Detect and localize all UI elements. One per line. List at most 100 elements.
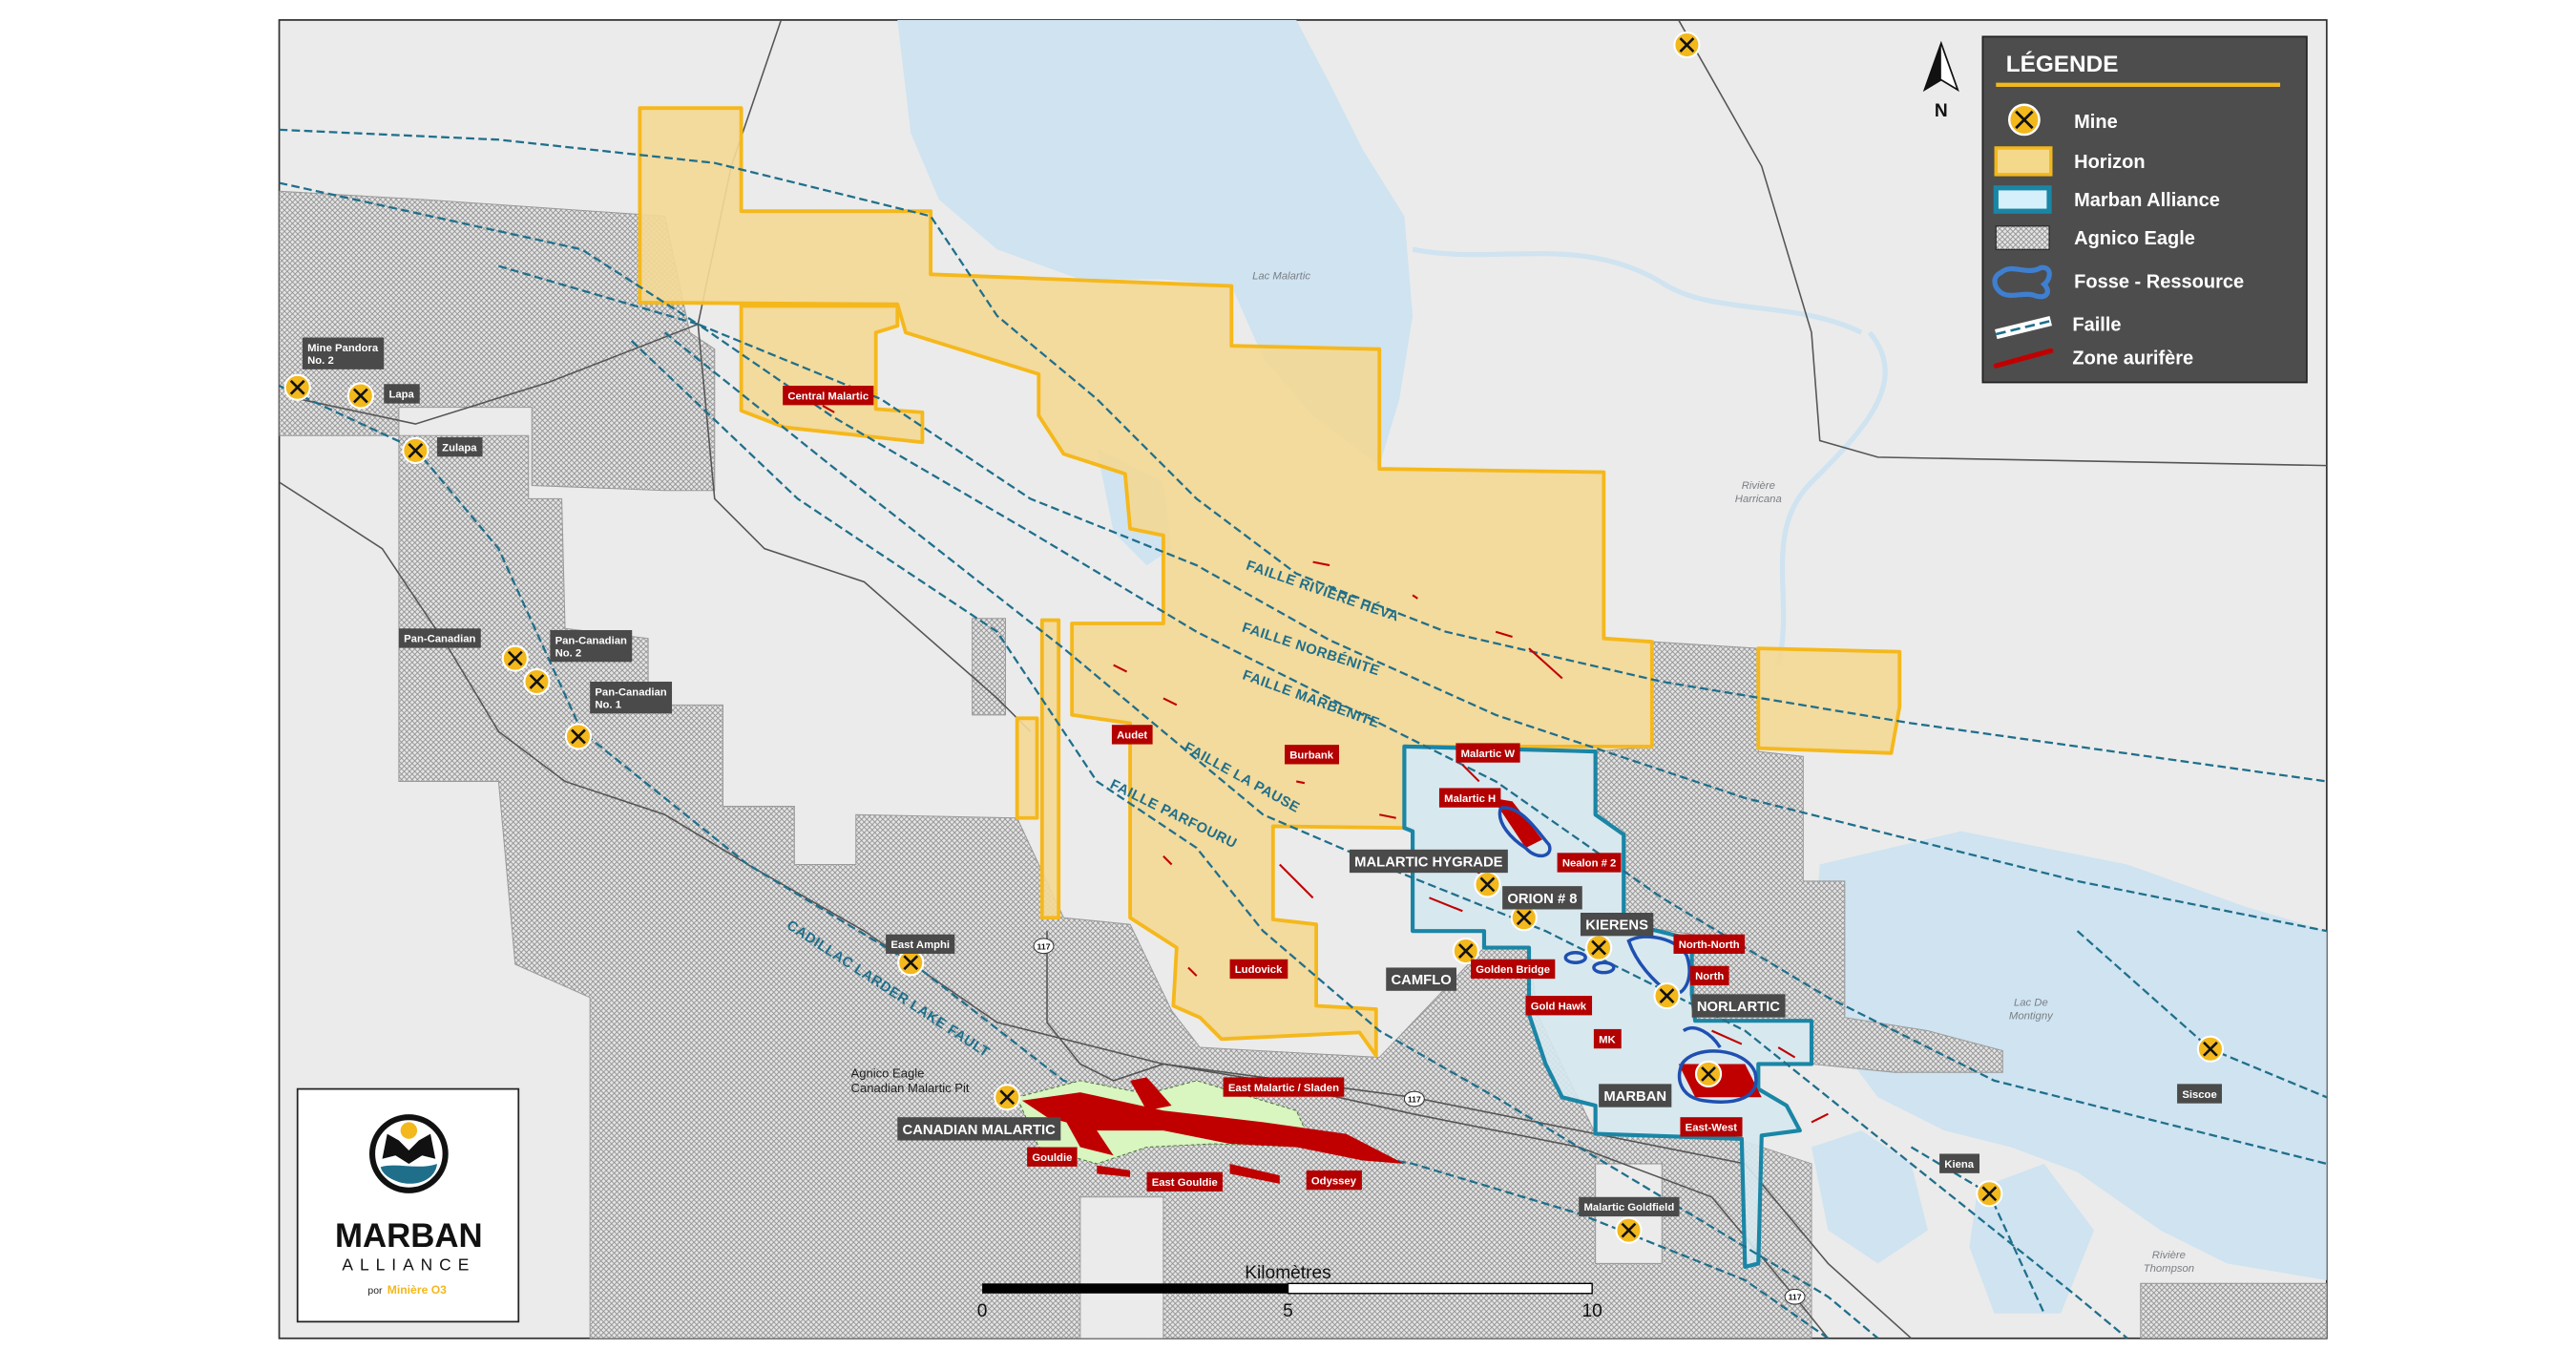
legend-item-marban: Marban Alliance [2074,190,2220,211]
mine-icon[interactable] [564,723,593,750]
zone-label[interactable]: Gold Hawk [1525,996,1593,1016]
zone-label-text: Nealon # 2 [1562,858,1617,870]
map-label-text: No. 2 [555,647,582,659]
map-label-text: Kiena [1944,1159,1974,1171]
zone-label[interactable]: North-North [1673,934,1746,954]
zone-label[interactable]: East-West [1680,1117,1743,1137]
hydro-label: Harricana [1735,494,1782,505]
zone-label-text: Ludovick [1235,964,1283,976]
map-label[interactable]: ORION # 8 [1502,886,1582,910]
map-label[interactable]: MALARTIC HYGRADE [1349,849,1508,874]
gold-zone-strokes [822,405,1829,1124]
zone-label-text: East Malartic / Sladen [1228,1083,1339,1094]
logo-company: Minière O3 [387,1283,447,1297]
mine-icon[interactable] [1585,934,1613,961]
hydro-label: Lac Malartic [1252,271,1310,283]
map-label-text: Pan-Canadian [404,634,475,645]
legend-item-horizon: Horizon [2074,152,2146,173]
mine-icon[interactable] [1673,31,1701,59]
legend-item-fosse: Fosse - Ressource [2074,271,2244,292]
map-label[interactable]: Siscoe [2177,1084,2222,1104]
mine-icon[interactable] [1694,1060,1723,1088]
zone-label[interactable]: East Gouldie [1146,1171,1224,1192]
zone-label[interactable]: Central Malartic [783,386,874,406]
map-label[interactable]: Malartic Goldfield [1579,1196,1680,1217]
map-label-text: No. 1 [595,699,621,710]
hydro-label: Montigny [2009,1010,2054,1022]
horizon-claims [638,106,1902,1058]
zone-label[interactable]: Malartic H [1438,788,1501,808]
legend-marban-swatch [1993,185,2052,214]
map-label[interactable]: Lapa [384,384,420,404]
mine-icon[interactable] [1474,871,1501,898]
map-label[interactable]: CANADIAN MALARTIC [897,1117,1061,1141]
road-number: 117 [1408,1095,1421,1105]
map-label-text: No. 2 [307,355,334,367]
north-label: N [1935,101,1948,121]
map-label[interactable]: CAMFLO [1386,967,1456,991]
map-label[interactable]: KIERENS [1580,913,1654,937]
zone-label-text: East Gouldie [1152,1177,1218,1189]
zone-label[interactable]: Malartic W [1456,743,1520,763]
mine-icon[interactable] [2196,1035,2225,1063]
zone-label-text: Odyssey [1311,1175,1357,1187]
map-label[interactable]: Zulapa [436,436,483,457]
mine-icon[interactable] [897,949,925,977]
zone-label[interactable]: North [1689,965,1729,986]
mine-icon[interactable] [1452,937,1479,965]
mine-icon[interactable] [402,436,429,465]
zone-label[interactable]: Golden Bridge [1471,959,1556,980]
legend-title: LÉGENDE [2006,51,2119,77]
marban-alliance-logo: MARBAN ALLIANCE por Minière O3 [296,1087,520,1323]
map-label-text: Lapa [388,390,414,401]
map-label-text: MARBAN [1603,1089,1666,1105]
zone-label-text: Burbank [1289,750,1334,762]
map-label-text: CAMFLO [1391,973,1451,988]
map-label[interactable]: NORLARTIC [1691,994,1786,1018]
zone-label-text: Malartic H [1444,793,1496,805]
mine-icon[interactable] [994,1084,1021,1111]
map-label-text: Malartic Goldfield [1583,1202,1674,1213]
legend-mine-icon [2008,103,2041,137]
map-label[interactable]: East Amphi [886,934,955,954]
map-label[interactable]: Pan-Canadian [398,628,481,648]
zone-label-text: Central Malartic [787,390,869,402]
zone-label[interactable]: MK [1593,1028,1622,1049]
mine-icon[interactable] [1653,981,1681,1010]
legend-fosse-icon [1992,264,2052,300]
road-shield: 117 [1403,1090,1425,1107]
mine-icon[interactable] [1976,1180,2003,1208]
logo-name: MARBAN [335,1217,483,1255]
map-label[interactable]: Kiena [1939,1153,1980,1173]
zone-label[interactable]: East Malartic / Sladen [1223,1077,1345,1097]
mine-icon[interactable] [346,382,374,410]
zone-label[interactable]: Audet [1111,725,1153,745]
pit-label-line2: Canadian Malartic Pit [851,1081,970,1095]
road-shield: 117 [1784,1288,1806,1305]
zone-label-text: East-West [1686,1123,1738,1134]
logo-by: por [367,1286,383,1297]
road-shield: 117 [1033,938,1055,955]
zone-label[interactable]: Burbank [1285,745,1340,765]
zone-label[interactable]: Gouldie [1027,1147,1078,1167]
mine-icon[interactable] [523,667,551,696]
map-label-text: Pan-Canadian [555,635,627,646]
zone-label[interactable]: Odyssey [1306,1170,1362,1191]
zone-label[interactable]: Nealon # 2 [1557,853,1622,873]
zone-label-text: North-North [1679,939,1740,951]
mine-icon[interactable] [501,644,529,672]
agnico-eagle-claims [279,190,2327,1339]
zone-label[interactable]: Ludovick [1229,959,1288,980]
legend-horizon-swatch [1994,146,2053,177]
mine-icon[interactable] [1615,1216,1643,1244]
zone-label-text: Audet [1117,730,1147,742]
map-label-text: Siscoe [2182,1089,2216,1101]
map-label[interactable]: MARBAN [1599,1084,1672,1107]
mine-icon[interactable] [283,373,311,401]
scale-tick-0: 0 [977,1301,988,1321]
